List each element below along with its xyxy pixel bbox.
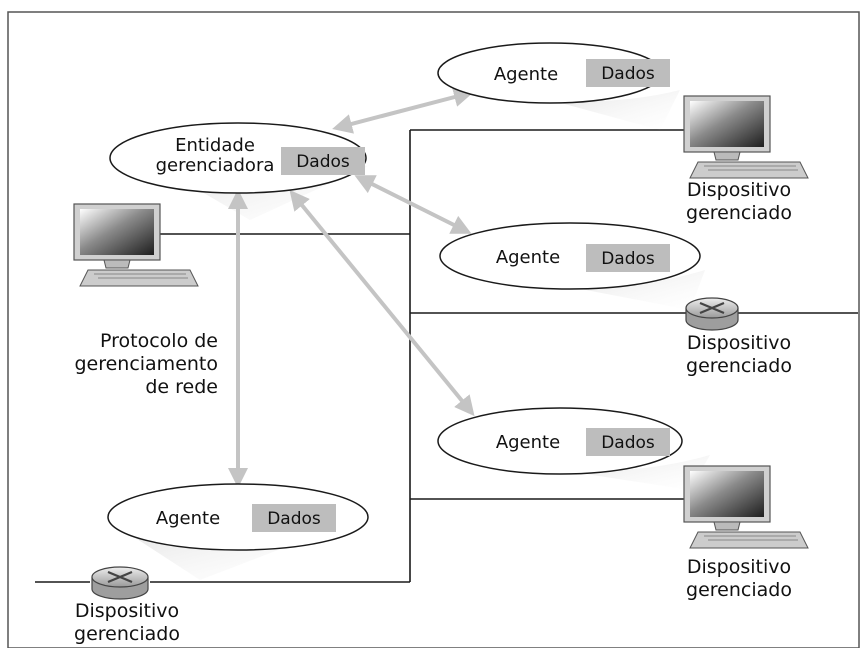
device-label-line2: gerenciado (686, 579, 792, 601)
router-icon (685, 297, 739, 331)
device-label-line1: Dispositivo (687, 332, 791, 354)
device-label-line1: Dispositivo (75, 600, 179, 622)
device-label-line2: gerenciado (686, 202, 792, 224)
arrow-to-agent2 (354, 175, 472, 234)
device-label-line1: Dispositivo (687, 179, 791, 201)
protocol-label-line2: gerenciamento (74, 353, 218, 375)
manager-data-label: Dados (296, 152, 350, 172)
agent-data-box (586, 428, 670, 456)
router-icon (91, 566, 149, 600)
protocol-label-line1: Protocolo de (100, 330, 218, 352)
agent-ellipse (107, 483, 369, 551)
agent-data-label: Dados (267, 509, 321, 529)
device-label-line1: Dispositivo (687, 556, 791, 578)
computer-icon (683, 465, 809, 549)
agent-label: Agente (496, 432, 560, 453)
agent-node-3: Agente Dados (437, 407, 683, 475)
agent-data-label: Dados (601, 433, 655, 453)
frame-border (7, 11, 860, 648)
agent-label: Agente (496, 247, 560, 268)
manager-label-line1: Entidade (175, 135, 255, 156)
agent-node-2: Agente Dados (439, 222, 701, 290)
protocol-label: Protocolo de gerenciamento de rede (74, 330, 218, 398)
computer-icon (683, 95, 809, 179)
manager-data-box (281, 147, 365, 175)
computer-icon (73, 203, 199, 287)
agent-data-box (586, 59, 670, 87)
protocol-arrows (228, 87, 475, 488)
agent-data-box (252, 504, 336, 532)
agent-data-label: Dados (601, 249, 655, 269)
manager-label-line2: gerenciadora (156, 155, 275, 176)
agent-node-1: Agente Dados (437, 42, 670, 104)
device-label-line2: gerenciado (74, 623, 180, 645)
agent-node-4: Agente Dados (107, 483, 369, 551)
protocol-label-line3: de rede (145, 376, 218, 398)
agent-data-label: Dados (601, 64, 655, 84)
manager-node: Entidade gerenciadora Dados (109, 122, 367, 194)
arrow-to-agent1 (332, 87, 474, 134)
agent-data-box (586, 244, 670, 272)
manager-ellipse (109, 122, 367, 194)
agent-ellipse (437, 407, 683, 475)
arrow-to-agent3 (289, 189, 475, 417)
agent-label: Agente (156, 508, 220, 529)
agent-label: Agente (494, 64, 558, 85)
agent-ellipse (439, 222, 701, 290)
device-label-line2: gerenciado (686, 355, 792, 377)
